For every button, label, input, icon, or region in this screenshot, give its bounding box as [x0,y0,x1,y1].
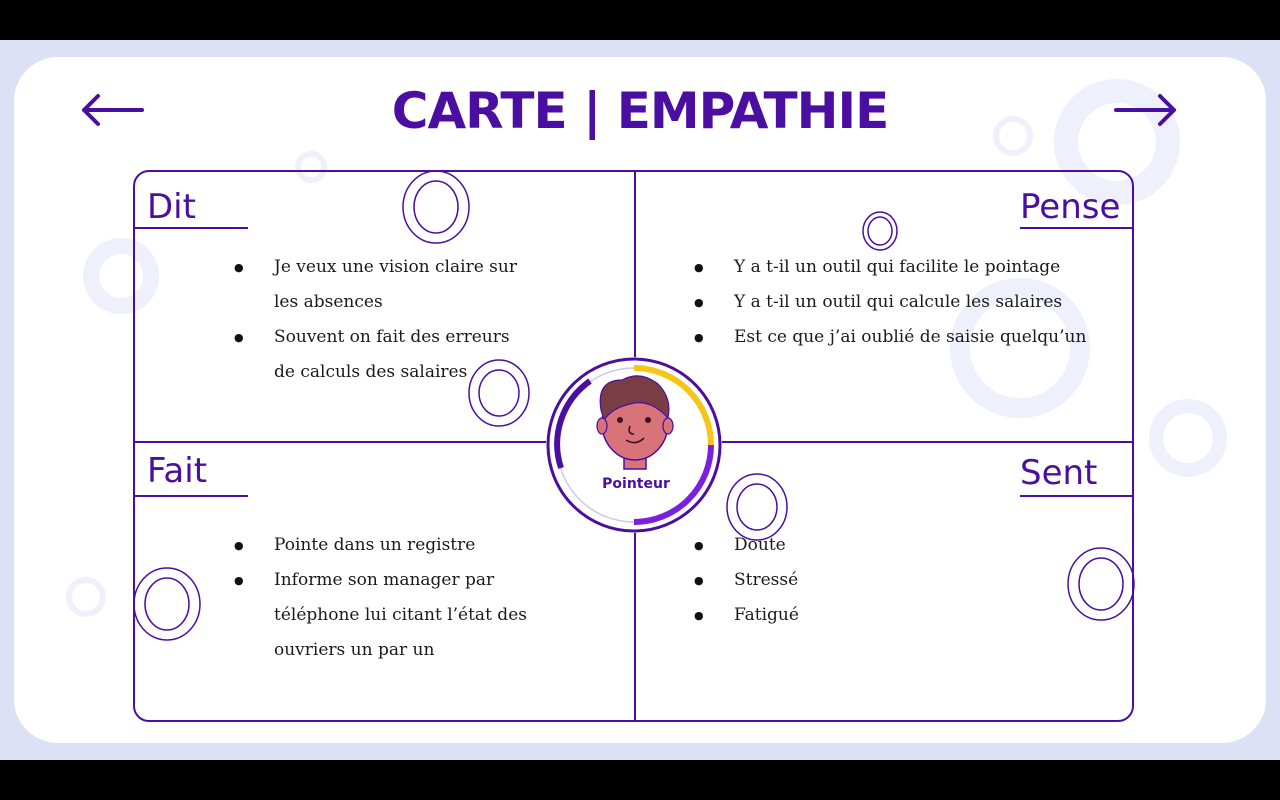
quadrant-title-dit: Dit [147,187,196,227]
dit-list: Je veux une vision claire sur les absenc… [234,250,534,390]
list-item: Stressé [694,563,994,598]
list-item: Y a t-il un outil qui facilite le pointa… [694,250,1114,285]
list-item: Je veux une vision claire sur les absenc… [234,250,534,320]
list-item: Y a t-il un outil qui calcule les salair… [694,285,1114,320]
sent-list: Doute Stressé Fatigué [694,528,994,633]
list-item: Fatigué [694,598,994,633]
fait-list: Pointe dans un registre Informe son mana… [234,528,534,668]
pense-list: Y a t-il un outil qui facilite le pointa… [694,250,1114,355]
list-item: Doute [694,528,994,563]
list-item: Souvent on fait des erreurs de calculs d… [234,320,534,390]
persona-label: Pointeur [602,476,670,492]
quadrant-title-sent: Sent [1020,453,1098,493]
quadrant-underline [135,495,248,497]
list-item: Informe son manager par téléphone lui ci… [234,563,534,668]
quadrant-underline [1020,227,1133,229]
persona-badge [546,357,722,533]
arrow-right-icon[interactable] [1114,92,1178,128]
quadrant-underline [135,227,248,229]
quadrant-title-fait: Fait [147,451,208,491]
quadrant-underline [1020,495,1133,497]
empathy-map-board [133,170,1134,722]
arrow-left-icon[interactable] [80,92,144,128]
list-item: Est ce que j’ai oublié de saisie quelqu’… [694,320,1114,355]
list-item: Pointe dans un registre [234,528,534,563]
quadrant-title-pense: Pense [1020,187,1121,227]
page-title: CARTE | EMPATHIE [391,82,889,140]
